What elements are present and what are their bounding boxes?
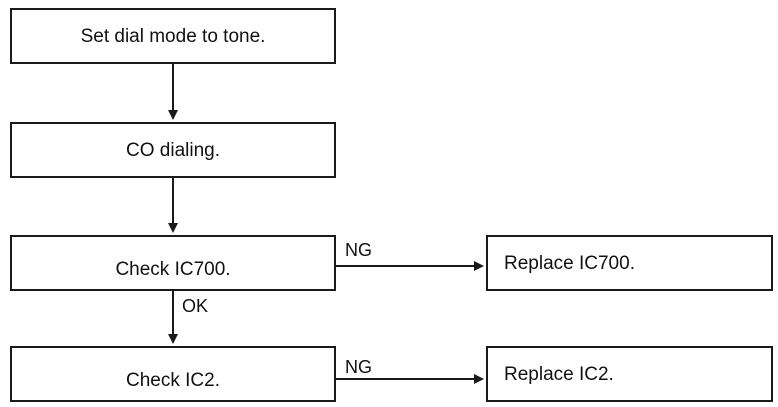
step-check-ic2: Check IC2. bbox=[10, 346, 336, 402]
step-set-dial-mode: Set dial mode to tone. bbox=[10, 8, 336, 64]
edge-label-ok: OK bbox=[182, 296, 209, 316]
edge-label-ng-ic700: NG bbox=[345, 240, 372, 260]
step-check-ic2-label: Check IC2. bbox=[126, 369, 220, 391]
step-check-ic700-label: Check IC700. bbox=[115, 258, 231, 280]
edge-label-ng-ic2: NG bbox=[345, 357, 372, 377]
step-replace-ic2-label: Replace IC2. bbox=[504, 363, 614, 385]
step-replace-ic700-label: Replace IC700. bbox=[504, 252, 635, 274]
step-replace-ic2: Replace IC2. bbox=[486, 346, 773, 402]
step-co-dialing: CO dialing. bbox=[10, 122, 336, 178]
step-set-dial-mode-label: Set dial mode to tone. bbox=[80, 25, 266, 47]
step-check-ic700: Check IC700. bbox=[10, 235, 336, 291]
step-co-dialing-label: CO dialing. bbox=[126, 139, 220, 161]
step-replace-ic700: Replace IC700. bbox=[486, 235, 773, 291]
